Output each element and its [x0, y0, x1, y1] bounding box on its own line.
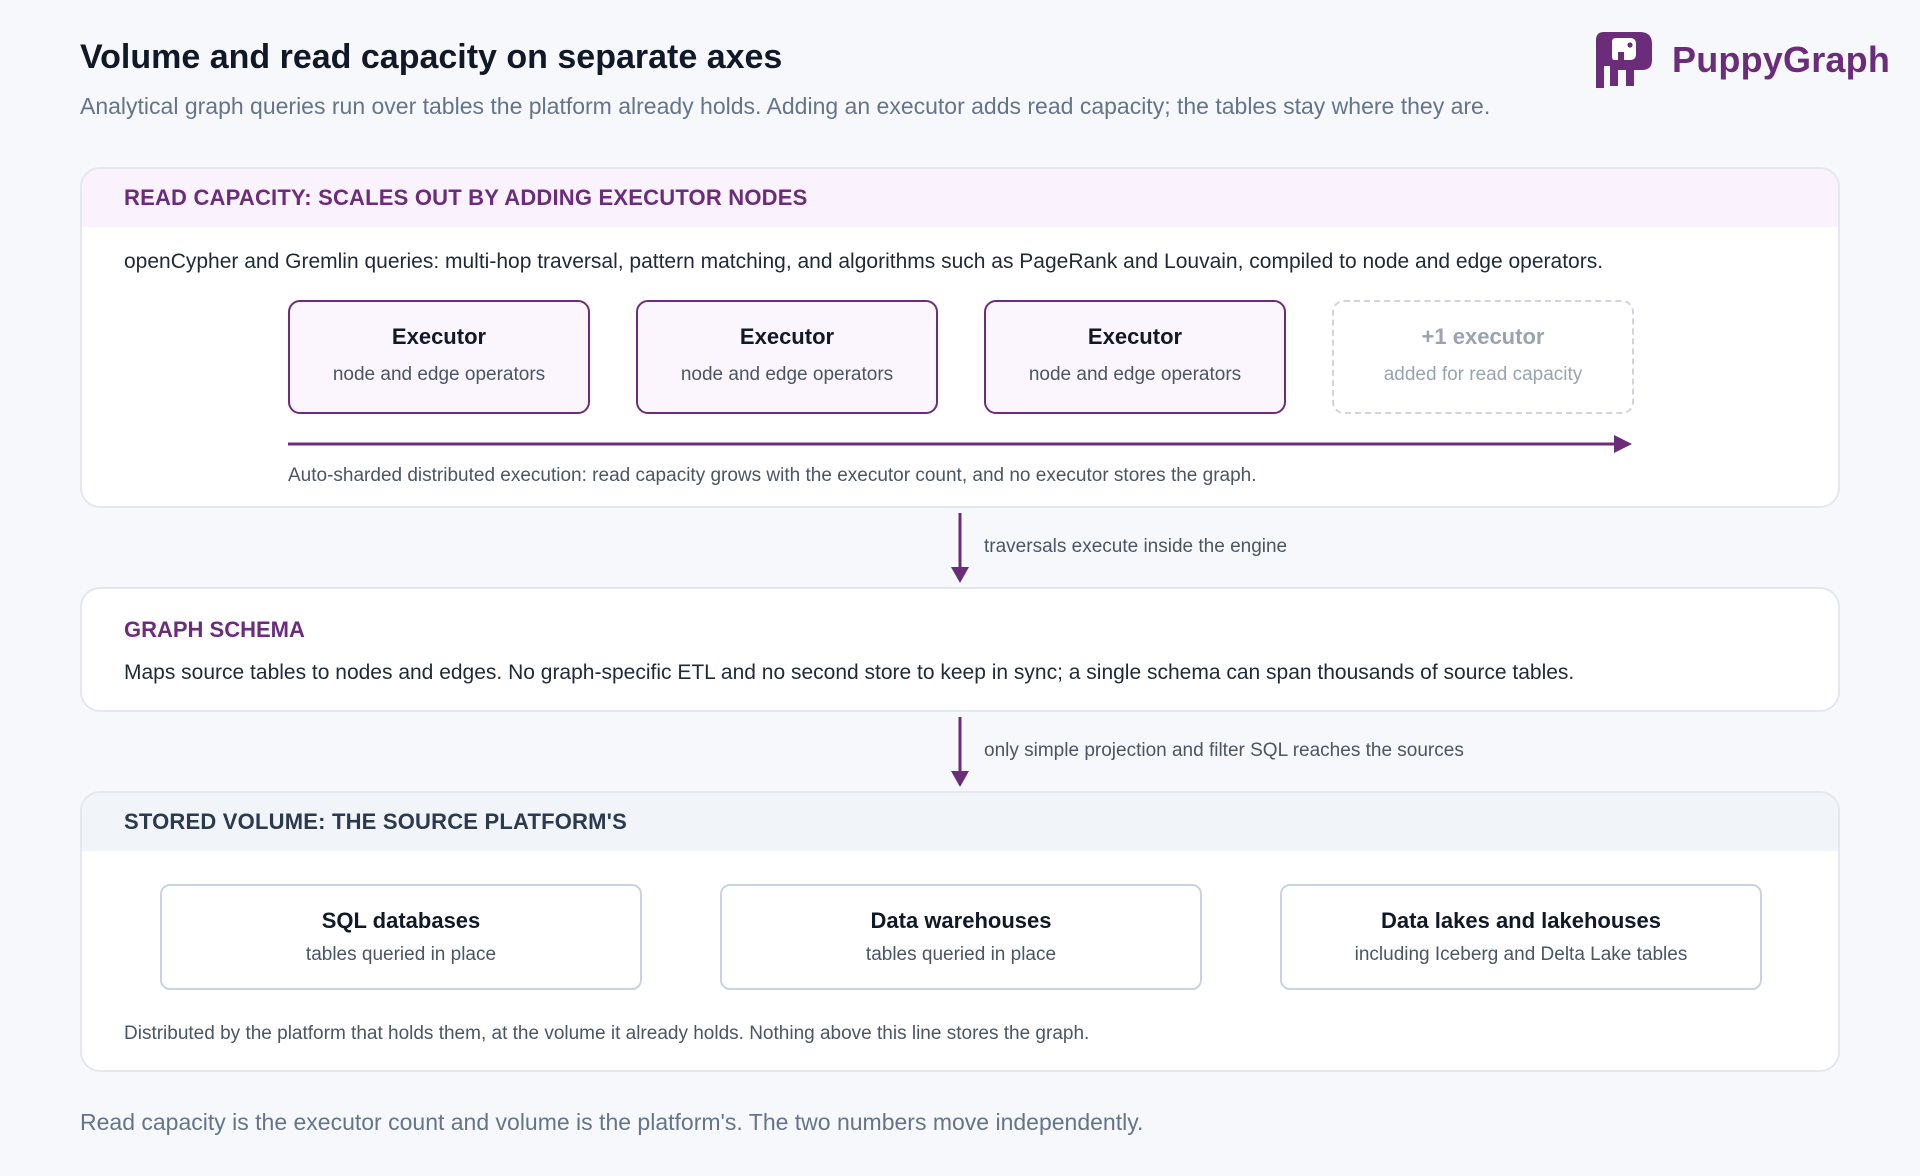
source-subtitle: tables queried in place [865, 944, 1057, 965]
down-arrow-icon [951, 717, 969, 787]
down-arrow-icon [951, 513, 969, 583]
source-card-sql-databases: SQL databases tables queried in place [160, 884, 642, 990]
stored-volume-caption: Distributed by the platform that holds t… [124, 1023, 1090, 1044]
page-subtitle: Analytical graph queries run over tables… [80, 93, 1491, 119]
source-title: Data lakes and lakehouses [1380, 908, 1662, 933]
stored-volume-header: STORED VOLUME: THE SOURCE PLATFORM'S [82, 793, 1838, 851]
executor-title: Executor [739, 324, 835, 349]
source-subtitle: tables queried in place [305, 944, 497, 965]
logo-wordmark: PuppyGraph [1672, 39, 1891, 80]
executor-card: Executor node and edge operators [984, 300, 1286, 414]
graph-schema-panel: GRAPH SCHEMA Maps source tables to nodes… [80, 587, 1840, 712]
executor-card: Executor node and edge operators [636, 300, 938, 414]
added-executor-title: +1 executor [1421, 324, 1545, 349]
source-card-data-warehouses: Data warehouses tables queried in place [720, 884, 1202, 990]
page-title: Volume and read capacity on separate axe… [80, 38, 783, 76]
graph-schema-description: Maps source tables to nodes and edges. N… [124, 661, 1575, 684]
graph-schema-title: GRAPH SCHEMA [124, 617, 305, 642]
added-executor-subtitle: added for read capacity [1383, 364, 1583, 385]
connector-label-sql: only simple projection and filter SQL re… [984, 740, 1464, 761]
added-executor-card: +1 executor added for read capacity [1332, 300, 1634, 414]
source-title: SQL databases [321, 908, 481, 933]
executor-subtitle: node and edge operators [1028, 364, 1242, 385]
puppy-logo-icon [1596, 32, 1652, 88]
stored-volume-panel: STORED VOLUME: THE SOURCE PLATFORM'S SQL… [80, 791, 1840, 1072]
source-card-data-lakes: Data lakes and lakehouses including Iceb… [1280, 884, 1762, 990]
scale-out-arrow [288, 435, 1632, 453]
executor-subtitle: node and edge operators [680, 364, 894, 385]
footer-note: Read capacity is the executor count and … [80, 1109, 1144, 1135]
source-subtitle: including Iceberg and Delta Lake tables [1354, 944, 1688, 965]
read-capacity-caption: Auto-sharded distributed execution: read… [288, 465, 1257, 486]
executor-title: Executor [391, 324, 487, 349]
read-capacity-description: openCypher and Gremlin queries: multi-ho… [124, 250, 1604, 273]
executor-card: Executor node and edge operators [288, 300, 590, 414]
source-title: Data warehouses [870, 908, 1052, 933]
connector-label-traversals: traversals execute inside the engine [984, 536, 1288, 557]
executor-title: Executor [1087, 324, 1183, 349]
read-capacity-panel: READ CAPACITY: SCALES OUT BY ADDING EXEC… [80, 167, 1840, 508]
brand-logo: PuppyGraph [1590, 30, 1890, 90]
executor-subtitle: node and edge operators [332, 364, 546, 385]
read-capacity-header: READ CAPACITY: SCALES OUT BY ADDING EXEC… [82, 169, 1838, 227]
